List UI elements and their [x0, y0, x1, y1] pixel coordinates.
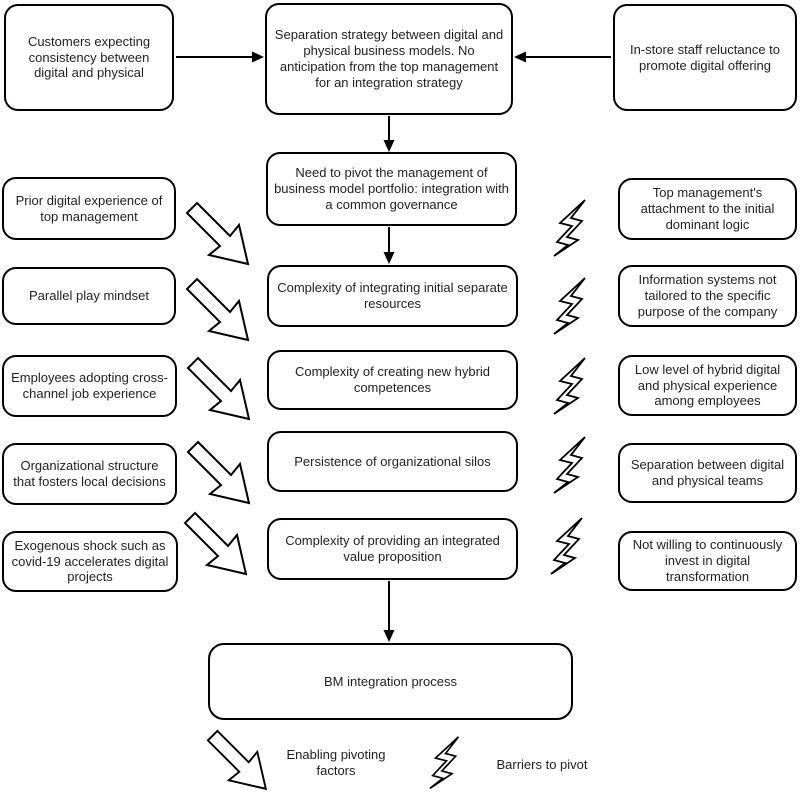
enabling-arrow-icon [186, 278, 249, 341]
process-step-box-2: Complexity of creating new hybrid compet… [267, 350, 518, 410]
barrier-lightning-icon [553, 436, 586, 494]
legend-barrier-lightning-icon [429, 736, 460, 790]
legend-enabling-label: Enabling pivoting factors [286, 747, 386, 779]
process-step-box-1: Complexity of integrating initial separa… [267, 265, 518, 327]
arrowhead-right-icon [252, 51, 264, 63]
legend-barrier-label: Barriers to pivot [496, 757, 588, 772]
barrier-lightning-icon [550, 517, 583, 575]
barrier-box-5: Not willing to continuously invest in di… [618, 531, 797, 591]
process-step-box-4: Complexity of providing an integrated va… [267, 518, 518, 580]
barrier-lightning-icon [553, 277, 586, 335]
enabling-arrow-icon [187, 357, 250, 420]
enabling-factor-box-1: Prior digital experience of top manageme… [2, 177, 176, 240]
barrier-lightning-icon [553, 357, 586, 415]
enabling-factor-box-4: Organizational structure that fosters lo… [2, 443, 177, 505]
problem-box-separation-strategy: Separation strategy between digital and … [265, 3, 513, 115]
barrier-box-1: Top management's attachment to the initi… [618, 178, 797, 240]
bm-integration-process-box: BM integration process [208, 643, 573, 720]
cause-box-customers: Customers expecting consistency between … [4, 4, 174, 111]
enabling-factor-box-3: Employees adopting cross-channel job exp… [2, 355, 177, 417]
pivot-need-box: Need to pivot the management of business… [266, 152, 517, 226]
enabling-arrow-icon [186, 202, 249, 265]
barrier-box-3: Low level of hybrid digital and physical… [618, 355, 797, 416]
enabling-factor-box-5: Exogenous shock such as covid-19 acceler… [2, 531, 178, 592]
barrier-lightning-icon [553, 199, 586, 257]
arrowhead-down-icon [383, 140, 395, 152]
arrowhead-down-icon [383, 630, 395, 642]
barrier-box-4: Separation between digital and physical … [618, 443, 797, 503]
enabling-arrow-icon [187, 441, 250, 504]
enabling-factor-box-2: Parallel play mindset [2, 267, 176, 325]
enabling-arrow-icon [184, 512, 247, 575]
process-step-box-3: Persistence of organizational silos [267, 431, 518, 492]
cause-box-instore-staff: In-store staff reluctance to promote dig… [613, 4, 797, 111]
legend-enabling-arrow-icon [206, 729, 267, 790]
arrowhead-left-icon [514, 51, 526, 63]
barrier-box-2: Information systems not tailored to the … [618, 265, 797, 327]
arrowhead-down-icon [383, 252, 395, 264]
